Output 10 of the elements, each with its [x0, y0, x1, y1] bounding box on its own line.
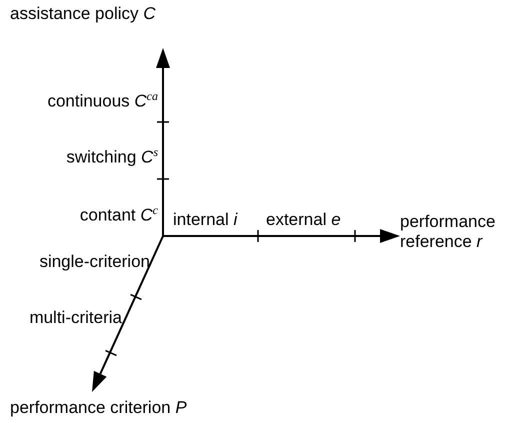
axis-title: performance reference r	[400, 212, 496, 252]
axis-label: switching C$^{s}$	[66, 144, 158, 168]
axis-label: multi-criteria	[29, 308, 122, 328]
axis-label: continuous C$^{ca}$	[47, 88, 158, 112]
axis-label: external e	[266, 210, 341, 230]
axis-label: contant C$^{c}$	[80, 202, 158, 226]
axis-title: assistance policy C	[10, 4, 156, 24]
axis-label: internal i	[173, 210, 238, 230]
axis-label: single-criterion	[39, 252, 150, 272]
axis-title: performance criterion P	[10, 398, 187, 418]
